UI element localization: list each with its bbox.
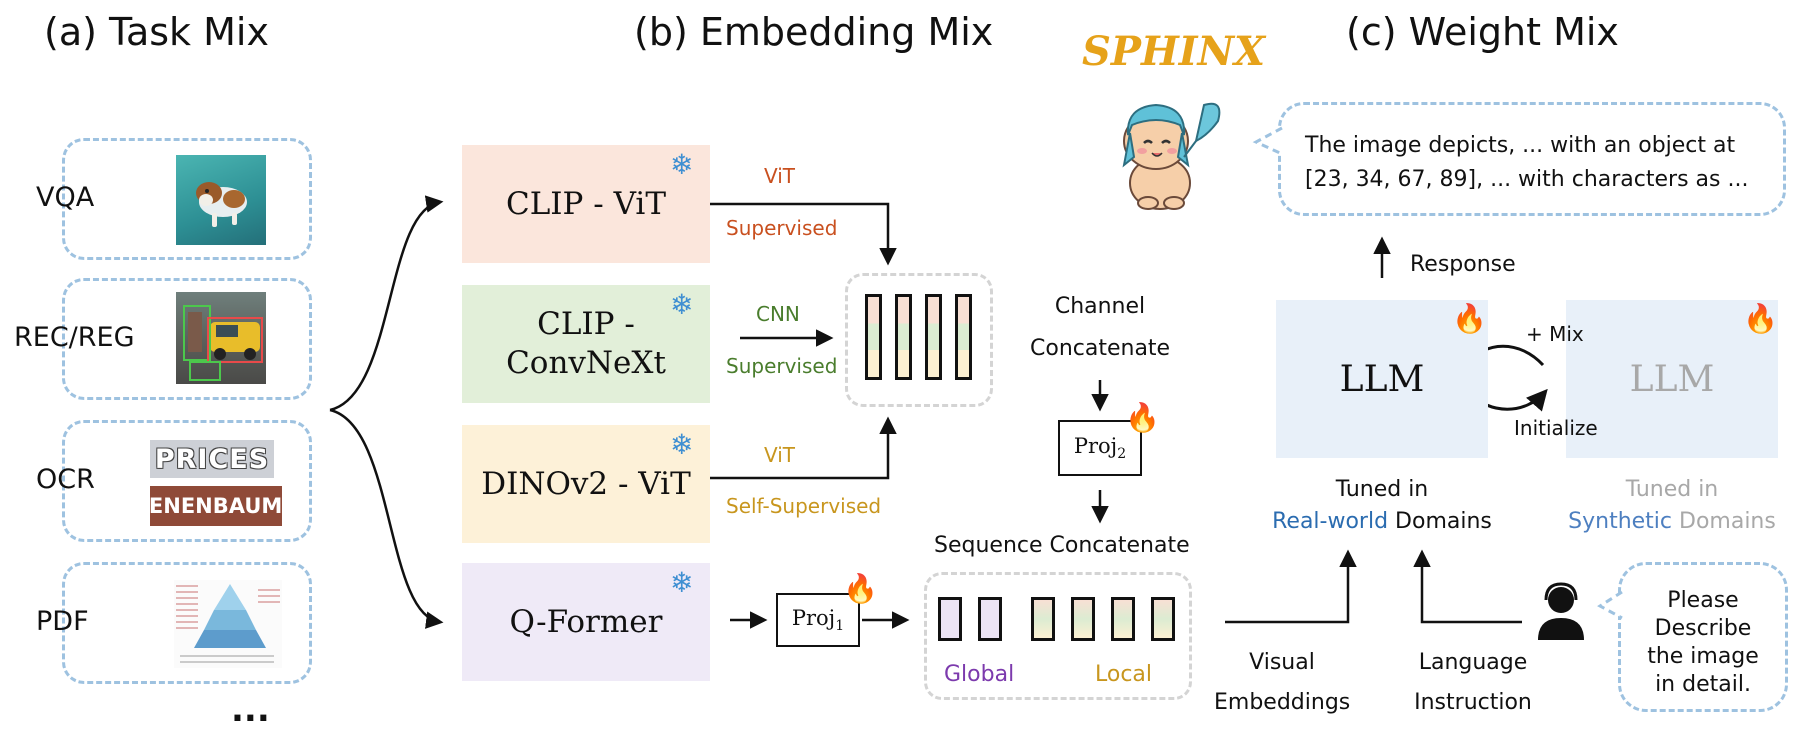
dino-branch-arrow [710,416,897,480]
mix-label: + Mix [1526,322,1584,346]
task-box-vqa [62,138,312,260]
proj2-box: Proj2 [1058,420,1142,476]
channel-concat-label-2: Concatenate [1030,336,1171,361]
task-label-ocr: OCR [36,464,95,495]
llm-synthetic-box: LLM [1566,300,1778,458]
response-bubble: The image depicts, ... with an object at… [1278,102,1786,216]
sphinx-cat-mascot [1108,95,1228,213]
snowflake-icon: ❄ [670,288,694,321]
vqa-dog-image [176,155,266,245]
task-label-rec-reg: REC/REG [14,322,135,353]
encoder-clip-vit-label: CLIP - ViT [505,185,667,222]
ocr-prices-image: PRICES [150,440,274,478]
user-line-1: Please [1667,588,1739,613]
task-box-pdf [62,562,312,684]
weight-mix-title: (c) Weight Mix [1346,10,1619,54]
user-bubble: Please Describe the image in detail. [1618,562,1788,712]
channel-concat-box [845,273,993,407]
encoder-q-former: Q-Former [462,563,710,681]
sphinx-title: SPHINX [1082,28,1266,75]
user-line-3: the image [1647,644,1759,669]
cnn-label-top: CNN [756,302,800,326]
task-mix-title: (a) Task Mix [44,10,269,54]
fan-arrow-bottom [329,408,444,629]
channel-concat-label-1: Channel [1054,294,1146,319]
task-label-vqa: VQA [36,182,95,213]
encoder-clip-convnext-label-1: CLIP - [537,306,635,343]
llm-left-label: LLM [1339,358,1425,400]
encoder-dinov2-vit: DINOv2 - ViT [462,425,710,543]
proj1-label: Proj1 [791,605,845,635]
encoder-clip-vit: CLIP - ViT [462,145,710,263]
vit-branch-arrow [710,202,897,266]
language-instruction-arrow [1413,549,1522,624]
user-bubble-tail [1597,590,1623,620]
sequence-concat-label: Sequence Concatenate [934,533,1190,558]
llm-right-label: LLM [1629,358,1715,400]
task-label-pdf: PDF [36,606,89,637]
cnn-label-bottom: Supervised [726,354,838,378]
fan-arrow-top [329,195,444,412]
task-box-rec-reg [62,278,312,400]
channel-token [955,294,972,380]
rec-reg-street-image [176,292,266,384]
global-token [938,597,962,641]
tuned-right-line-1: Tuned in [1625,477,1719,502]
encoder-clip-convnext-label-2: ConvNeXt [506,345,666,381]
flame-icon: 🔥 [1125,401,1160,434]
local-token [1111,597,1135,641]
ocr-tenenbaums-text: TENENBAUMS [150,494,282,518]
encoder-q-former-label: Q-Former [509,603,663,640]
ocr-prices-text: PRICES [154,443,270,475]
snowflake-icon: ❄ [670,428,694,461]
global-label: Global [944,662,1015,687]
dino-label-bottom: Self-Supervised [726,494,882,518]
user-line-2: Describe [1654,616,1752,641]
tuned-left-line-1: Tuned in [1335,477,1429,502]
tuned-right-line-2: Synthetic Domains [1568,509,1776,534]
flame-icon: 🔥 [1452,302,1487,335]
flame-icon: 🔥 [1743,302,1778,335]
dino-label-top: ViT [764,443,796,467]
tuned-synthetic-label: Tuned in Synthetic Domains [1546,474,1798,538]
local-token [1031,597,1055,641]
sequence-concat-box [924,572,1192,700]
snowflake-icon: ❄ [670,566,694,599]
channel-token [895,294,912,380]
response-line-1: The image depicts, ... with an object at [1305,133,1736,158]
task-box-ocr [62,420,312,542]
local-token [1071,597,1095,641]
ocr-tenenbaums-image: TENENBAUMS [150,486,282,526]
vit-label-top: ViT [764,164,796,188]
flame-icon: 🔥 [843,572,878,605]
pdf-document-image [174,580,282,668]
response-line-2: [23, 34, 67, 89], ... with characters as… [1305,167,1749,192]
local-label: Local [1095,662,1153,687]
global-token [978,597,1002,641]
initialize-label: Initialize [1514,416,1598,440]
llm-real-world-box: LLM [1276,300,1488,458]
channel-token [865,294,882,380]
visual-embeddings-arrow [1225,549,1357,624]
channel-token [925,294,942,380]
encoder-clip-convnext: CLIP - ConvNeXt [462,285,710,403]
user-headset-icon [1532,582,1590,642]
vit-label-bottom: Supervised [726,216,838,240]
tuned-left-line-2: Real-world Domains [1272,509,1492,534]
language-instruction-label: Language Instruction [1414,650,1532,715]
response-label: Response [1410,252,1516,277]
encoder-dinov2-vit-label: DINOv2 - ViT [481,465,691,502]
user-line-4: in detail. [1655,672,1751,697]
visual-embeddings-label: Visual Embeddings [1214,650,1351,715]
tuned-real-world-label: Tuned in Real-world Domains [1256,474,1508,538]
embedding-mix-title: (b) Embedding Mix [634,10,994,54]
task-ellipsis: ... [231,690,270,730]
response-bubble-tail [1252,126,1283,156]
proj1-box: Proj1 [776,593,860,647]
proj2-label: Proj2 [1073,433,1127,463]
local-token [1151,597,1175,641]
snowflake-icon: ❄ [670,148,694,181]
